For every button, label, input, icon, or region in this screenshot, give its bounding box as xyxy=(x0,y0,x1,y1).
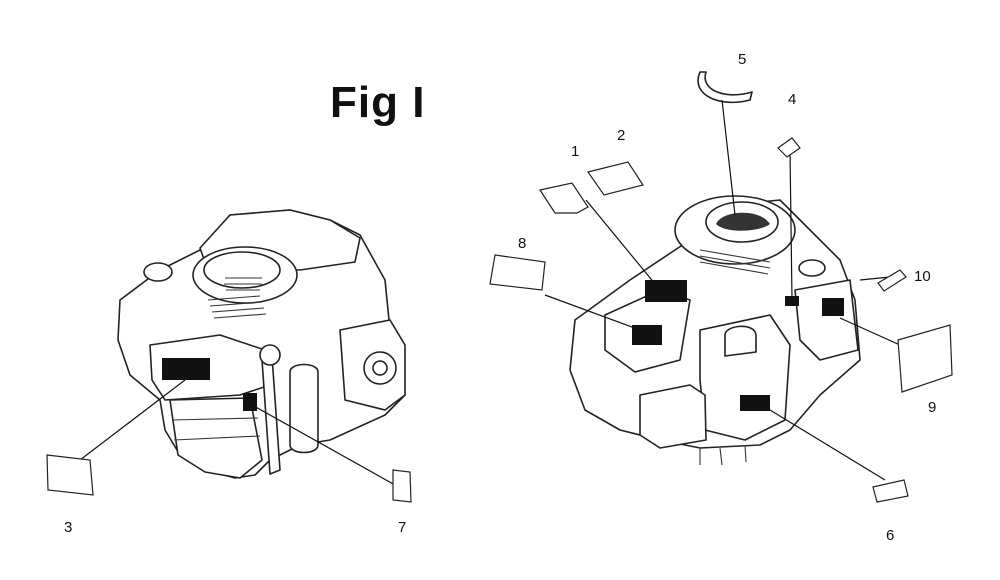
part-10-label xyxy=(877,269,907,292)
part-9-label xyxy=(897,324,953,393)
callout-10: 10 xyxy=(914,268,931,285)
left-decal-7 xyxy=(243,393,257,411)
part-7-label xyxy=(392,469,412,503)
part-3-label xyxy=(46,454,94,496)
callout-2: 2 xyxy=(617,127,625,144)
callout-4: 4 xyxy=(788,91,796,108)
part-5-shape xyxy=(697,71,753,104)
part-6-label xyxy=(872,479,909,503)
part-4-label xyxy=(777,137,801,158)
right-decal-9 xyxy=(822,298,844,316)
leader-3 xyxy=(79,379,186,461)
part-2-label xyxy=(587,161,644,196)
right-decal-8 xyxy=(632,325,662,345)
leader-6 xyxy=(769,409,886,481)
left-engine xyxy=(117,209,406,479)
leader-1 xyxy=(585,199,661,291)
callout-8: 8 xyxy=(518,235,526,252)
left-decal-3 xyxy=(162,358,210,380)
right-decal-1 xyxy=(645,280,687,302)
leader-7 xyxy=(251,404,396,486)
leader-9 xyxy=(839,317,901,346)
right-engine xyxy=(569,195,861,466)
right-decal-6 xyxy=(740,395,770,411)
leader-5 xyxy=(721,99,736,216)
leader-8 xyxy=(544,294,641,331)
callout-5: 5 xyxy=(738,51,746,68)
part-1-label xyxy=(539,182,589,214)
callout-6: 6 xyxy=(886,527,894,544)
figure-title: Fig I xyxy=(330,78,426,127)
callout-1: 1 xyxy=(571,143,579,160)
right-decal-4 xyxy=(785,296,799,306)
callout-9: 9 xyxy=(928,399,936,416)
callout-7: 7 xyxy=(398,519,406,536)
callout-3: 3 xyxy=(64,519,72,536)
part-8-label xyxy=(489,254,546,291)
leader-4 xyxy=(789,149,793,301)
